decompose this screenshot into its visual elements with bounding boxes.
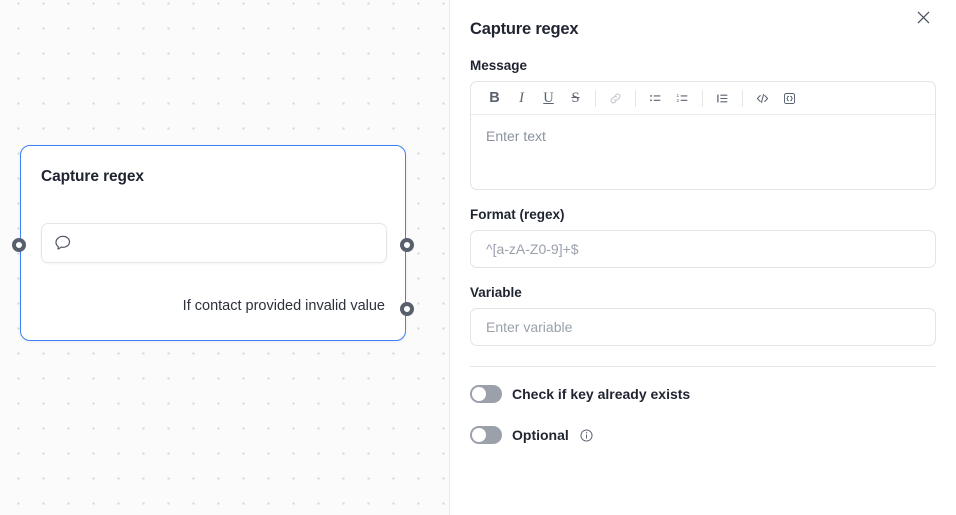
bold-icon[interactable]: B [481, 85, 508, 112]
optional-label: Optional [512, 427, 569, 443]
svg-text:1: 1 [677, 93, 680, 99]
code-icon[interactable] [749, 85, 776, 112]
info-icon[interactable] [579, 428, 594, 443]
panel-header: Capture regex [470, 0, 936, 58]
canvas-panel-divider [449, 0, 450, 515]
node-branch-label: If contact provided invalid value [182, 298, 385, 314]
strikethrough-icon[interactable]: S [562, 85, 589, 112]
close-icon[interactable] [910, 4, 936, 30]
message-field-group: Message B I U S [470, 58, 936, 190]
numbered-list-icon[interactable]: 1 2 [669, 85, 696, 112]
italic-icon[interactable]: I [508, 85, 535, 112]
check-key-exists-toggle[interactable] [470, 385, 502, 403]
flow-node-capture-regex[interactable]: Capture regex If contact provided invali… [12, 145, 414, 341]
toolbar-separator [702, 89, 703, 107]
format-field-group: Format (regex) [470, 207, 936, 268]
check-key-exists-label: Check if key already exists [512, 386, 691, 402]
chat-bubble-icon [54, 234, 72, 252]
node-port-output-invalid[interactable] [399, 302, 414, 316]
toggle-row-optional: Optional [470, 426, 936, 444]
bold-glyph: B [489, 89, 500, 106]
format-regex-input[interactable] [470, 230, 936, 268]
panel-title: Capture regex [470, 19, 579, 38]
link-icon[interactable] [602, 85, 629, 112]
flow-canvas[interactable]: Capture regex If contact provided invali… [0, 0, 450, 515]
underline-icon[interactable]: U [535, 85, 562, 112]
variable-input[interactable] [470, 308, 936, 346]
message-label: Message [470, 58, 528, 73]
underline-glyph: U [543, 89, 554, 106]
variable-icon[interactable] [776, 85, 803, 112]
strikethrough-glyph: S [571, 89, 580, 106]
toolbar-separator [595, 89, 596, 107]
message-rich-text-editor[interactable]: B I U S [470, 81, 936, 190]
variable-label: Variable [470, 285, 522, 300]
node-port-input[interactable] [12, 238, 27, 252]
toolbar-separator [635, 89, 636, 107]
optional-toggle[interactable] [470, 426, 502, 444]
toolbar-separator [742, 89, 743, 107]
italic-glyph: I [519, 89, 524, 106]
node-title: Capture regex [41, 168, 144, 185]
properties-panel: Capture regex Message B I [450, 0, 956, 515]
toggle-row-check-key-exists: Check if key already exists [470, 385, 936, 403]
node-message-field[interactable] [41, 223, 387, 263]
message-placeholder: Enter text [486, 128, 546, 144]
bullet-list-icon[interactable] [642, 85, 669, 112]
variable-field-group: Variable [470, 285, 936, 346]
message-editor-body[interactable]: Enter text [471, 115, 935, 189]
section-divider [470, 366, 936, 367]
blockquote-icon[interactable] [709, 85, 736, 112]
editor-toolbar: B I U S [471, 82, 935, 115]
format-label: Format (regex) [470, 207, 565, 222]
svg-text:2: 2 [677, 98, 680, 104]
node-port-output-main[interactable] [399, 238, 414, 252]
